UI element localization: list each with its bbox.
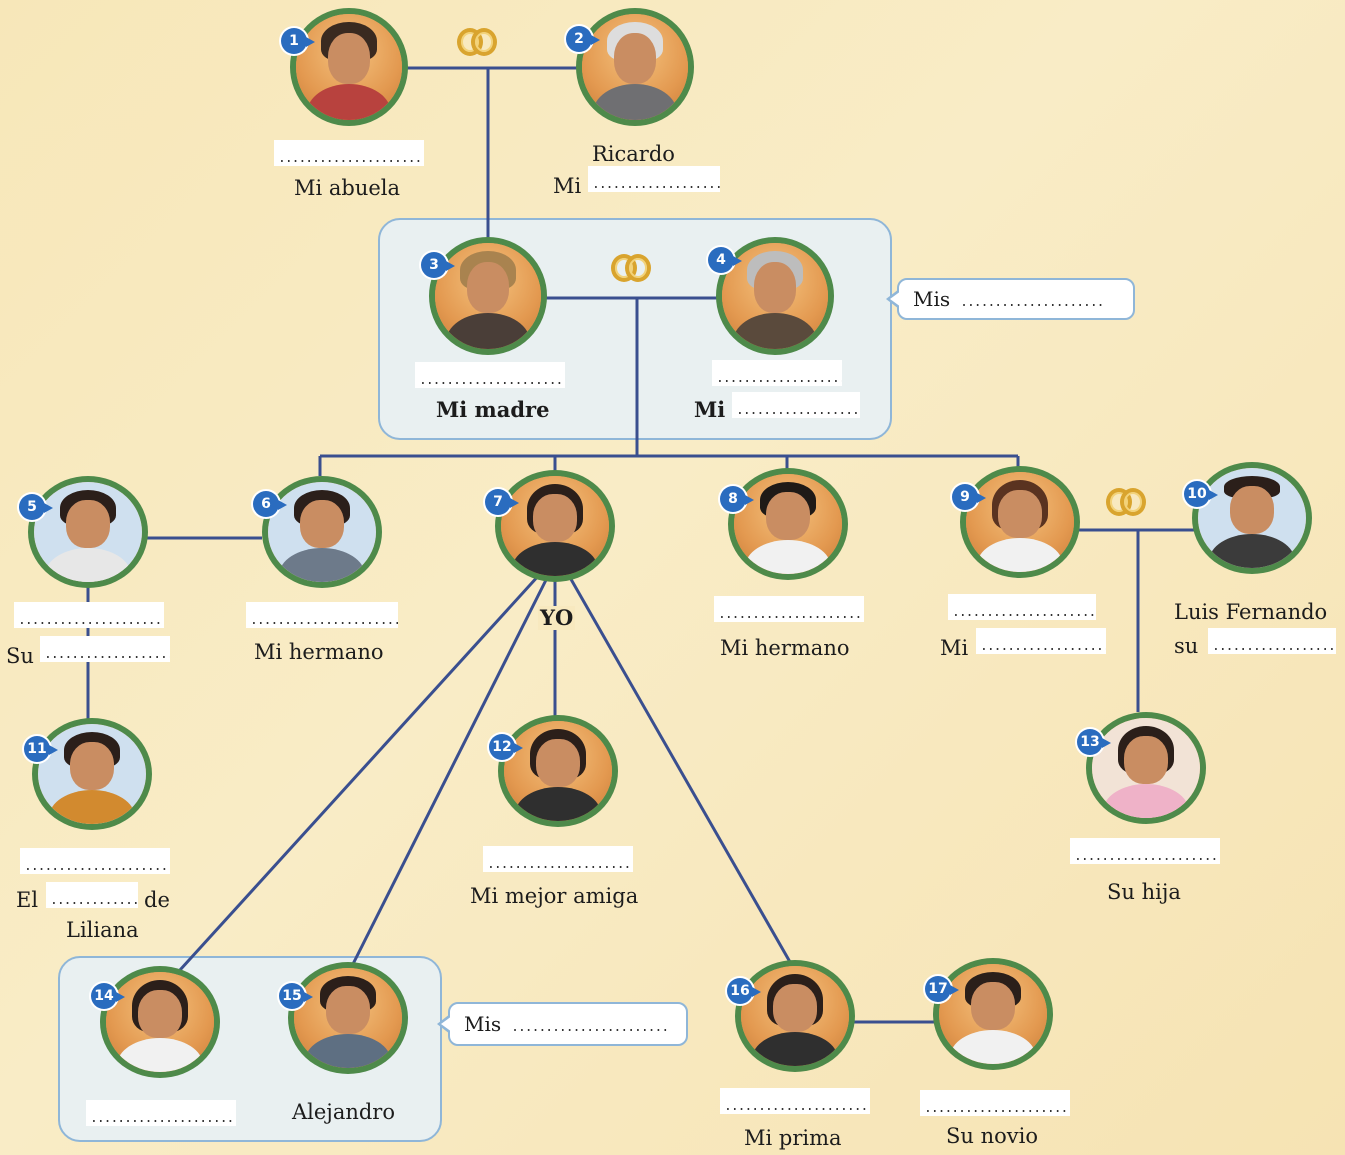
label-11-c: Liliana bbox=[66, 918, 139, 942]
label-2: Mi bbox=[553, 174, 582, 198]
person-number-badge: 12 bbox=[489, 734, 523, 760]
answer-blank-14[interactable]: .......................... bbox=[86, 1100, 236, 1126]
answer-blank-friends[interactable]: .......................... bbox=[507, 1014, 668, 1034]
person-number-badge: 14 bbox=[91, 983, 125, 1009]
answer-blank-parents[interactable]: .......................... bbox=[956, 289, 1107, 309]
label-5: Su bbox=[6, 644, 34, 668]
answer-blank-10[interactable]: .......................... bbox=[1208, 628, 1336, 654]
wedding-rings-icon bbox=[1102, 486, 1152, 520]
person-photo-7 bbox=[495, 470, 615, 582]
label-16: Mi prima bbox=[744, 1126, 842, 1150]
person-photo-9 bbox=[960, 466, 1080, 578]
callout-friends-label: Mis bbox=[464, 1012, 502, 1036]
label-6: Mi hermano bbox=[254, 640, 384, 664]
answer-blank-12[interactable]: .......................... bbox=[483, 846, 633, 872]
answer-blank-4b[interactable]: .......................... bbox=[732, 392, 860, 418]
answer-blank-13[interactable]: .......................... bbox=[1070, 838, 1220, 864]
person-number-badge: 5 bbox=[19, 494, 53, 520]
label-11-a: El bbox=[16, 888, 39, 912]
answer-blank-11b[interactable]: .......................... bbox=[46, 882, 138, 908]
label-7: YO bbox=[538, 605, 576, 631]
answer-blank-3[interactable]: .......................... bbox=[415, 362, 565, 388]
label-15: Alejandro bbox=[292, 1100, 395, 1124]
answer-blank-11a[interactable]: .......................... bbox=[20, 848, 170, 874]
callout-parents-label: Mis bbox=[913, 287, 951, 311]
line-7-to-16 bbox=[566, 573, 792, 963]
person-number-badge: 9 bbox=[952, 484, 986, 510]
person-number-badge: 10 bbox=[1184, 481, 1218, 507]
label-10: su bbox=[1174, 634, 1199, 658]
label-11-b: de bbox=[144, 888, 170, 912]
person-number-badge: 17 bbox=[925, 976, 959, 1002]
person-photo-12 bbox=[498, 715, 618, 827]
person-number-badge: 3 bbox=[421, 252, 455, 278]
answer-blank-17[interactable]: .......................... bbox=[920, 1090, 1070, 1116]
person-number-badge: 16 bbox=[727, 978, 761, 1004]
label-13: Su hija bbox=[1107, 880, 1181, 904]
person-photo-17 bbox=[933, 958, 1053, 1070]
answer-blank-16[interactable]: .......................... bbox=[720, 1088, 870, 1114]
person-photo-16 bbox=[735, 960, 855, 1072]
person-photo-13 bbox=[1086, 712, 1206, 824]
answer-blank-4a[interactable]: .......................... bbox=[712, 360, 842, 386]
person-photo-10 bbox=[1192, 462, 1312, 574]
person-number-badge: 13 bbox=[1077, 729, 1111, 755]
person-photo-4 bbox=[716, 237, 834, 355]
person-photo-2 bbox=[576, 8, 694, 126]
line-7-to-14 bbox=[178, 572, 542, 972]
label-12: Mi mejor amiga bbox=[470, 884, 639, 908]
label-3: Mi madre bbox=[436, 397, 550, 422]
person-photo-6 bbox=[262, 476, 382, 588]
callout-parents: Mis .......................... bbox=[886, 278, 1135, 320]
answer-blank-2[interactable]: .......................... bbox=[588, 166, 720, 192]
person-number-badge: 4 bbox=[708, 247, 742, 273]
answer-blank-9a[interactable]: .......................... bbox=[948, 594, 1096, 620]
label-8: Mi hermano bbox=[720, 636, 850, 660]
answer-blank-9b[interactable]: .......................... bbox=[976, 628, 1106, 654]
answer-blank-6[interactable]: .......................... bbox=[246, 602, 398, 628]
person-photo-1 bbox=[290, 8, 408, 126]
label-17: Su novio bbox=[946, 1124, 1038, 1148]
person-photo-15 bbox=[288, 962, 408, 1074]
person-number-badge: 6 bbox=[253, 491, 287, 517]
person-photo-11 bbox=[32, 718, 152, 830]
label-4: Mi bbox=[694, 397, 726, 422]
label-9: Mi bbox=[940, 636, 969, 660]
name-10: Luis Fernando bbox=[1174, 600, 1328, 624]
answer-blank-5b[interactable]: .......................... bbox=[40, 636, 170, 662]
name-2: Ricardo bbox=[592, 142, 675, 166]
person-photo-5 bbox=[28, 476, 148, 588]
person-number-badge: 7 bbox=[485, 489, 519, 515]
wedding-rings-icon bbox=[453, 26, 503, 60]
person-number-badge: 8 bbox=[720, 486, 754, 512]
line-7-to-15 bbox=[350, 575, 550, 967]
person-photo-8 bbox=[728, 468, 848, 580]
person-number-badge: 2 bbox=[566, 26, 600, 52]
person-photo-3 bbox=[429, 237, 547, 355]
person-photo-14 bbox=[100, 966, 220, 1078]
wedding-rings-icon bbox=[607, 252, 657, 286]
answer-blank-8[interactable]: .......................... bbox=[714, 596, 864, 622]
person-number-badge: 1 bbox=[281, 28, 315, 54]
answer-blank-1[interactable]: .......................... bbox=[274, 140, 424, 166]
callout-friends: Mis .......................... bbox=[437, 1002, 688, 1046]
person-number-badge: 11 bbox=[24, 736, 58, 762]
person-number-badge: 15 bbox=[279, 983, 313, 1009]
label-1: Mi abuela bbox=[294, 176, 401, 200]
answer-blank-5a[interactable]: .......................... bbox=[14, 602, 164, 628]
